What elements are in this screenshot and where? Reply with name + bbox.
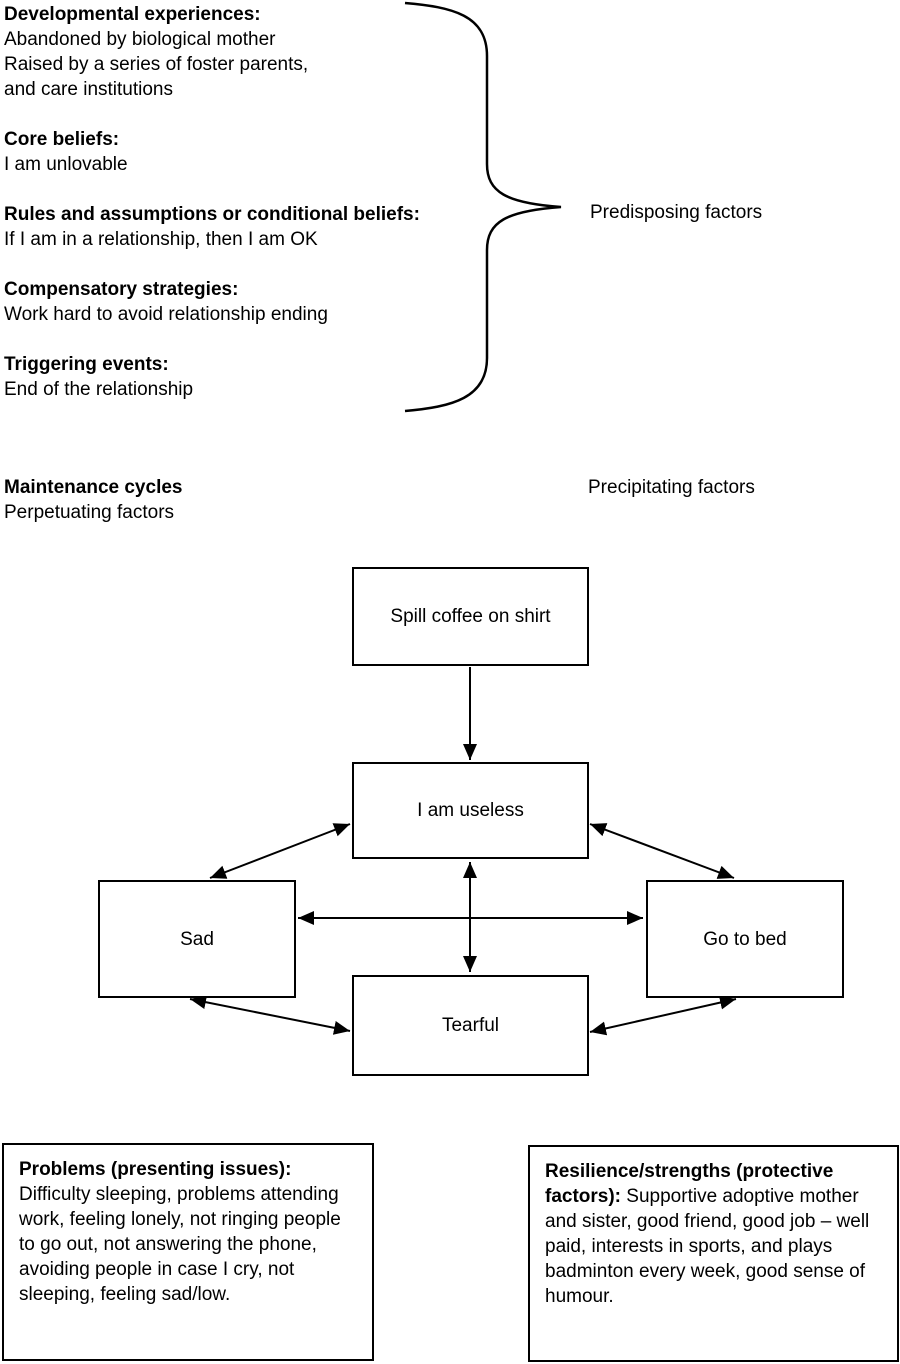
problems-text: Difficulty sleeping, problems attending …: [19, 1184, 341, 1305]
arrow-thought-gotobed: [589, 823, 735, 879]
section-triggering-events: Triggering events: End of the relationsh…: [4, 352, 569, 402]
predisposing-factors-label: Predisposing factors: [590, 202, 763, 223]
precipitating-factors-label: Precipitating factors: [588, 477, 755, 498]
section-heading: Triggering events:: [4, 354, 169, 375]
section-rules-assumptions: Rules and assumptions or conditional bel…: [4, 202, 569, 252]
maintenance-cycles-heading: Maintenance cycles: [4, 477, 183, 498]
section-line: Work hard to avoid relationship ending: [4, 304, 328, 325]
section-heading: Rules and assumptions or conditional bel…: [4, 204, 420, 225]
problems-box: Problems (presenting issues): Difficulty…: [2, 1143, 374, 1361]
formulation-text-block: Developmental experiences: Abandoned by …: [4, 2, 569, 427]
section-line: and care institutions: [4, 79, 173, 100]
arrow-sad-tearful: [189, 995, 351, 1035]
section-developmental-experiences: Developmental experiences: Abandoned by …: [4, 2, 569, 102]
section-core-beliefs: Core beliefs: I am unlovable: [4, 127, 569, 177]
trigger-box: Spill coffee on shirt: [352, 567, 589, 666]
resilience-heading: Resilience/strengths (protective factors…: [545, 1161, 834, 1207]
problems-heading: Problems (presenting issues):: [19, 1159, 292, 1180]
section-heading: Core beliefs:: [4, 129, 120, 150]
section-line: Raised by a series of foster parents,: [4, 54, 309, 75]
tearful-box: Tearful: [352, 975, 589, 1076]
section-line: Abandoned by biological mother: [4, 29, 276, 50]
perpetuating-factors-label: Perpetuating factors: [4, 502, 175, 523]
section-heading: Compensatory strategies:: [4, 279, 239, 300]
resilience-text: Supportive adoptive mother and sister, g…: [545, 1186, 870, 1307]
go-to-bed-box: Go to bed: [646, 880, 844, 998]
arrow-sad-thought: [209, 823, 351, 879]
thought-box: I am useless: [352, 762, 589, 859]
section-compensatory-strategies: Compensatory strategies: Work hard to av…: [4, 277, 569, 327]
section-line: I am unlovable: [4, 154, 128, 175]
section-heading: Developmental experiences:: [4, 4, 261, 25]
resilience-box: Resilience/strengths (protective factors…: [528, 1145, 899, 1362]
section-line: End of the relationship: [4, 379, 194, 400]
sad-box: Sad: [98, 880, 296, 998]
section-line: If I am in a relationship, then I am OK: [4, 229, 318, 250]
arrow-gotobed-tearful: [589, 995, 737, 1036]
maintenance-block: Maintenance cycles Perpetuating factors: [4, 475, 182, 525]
